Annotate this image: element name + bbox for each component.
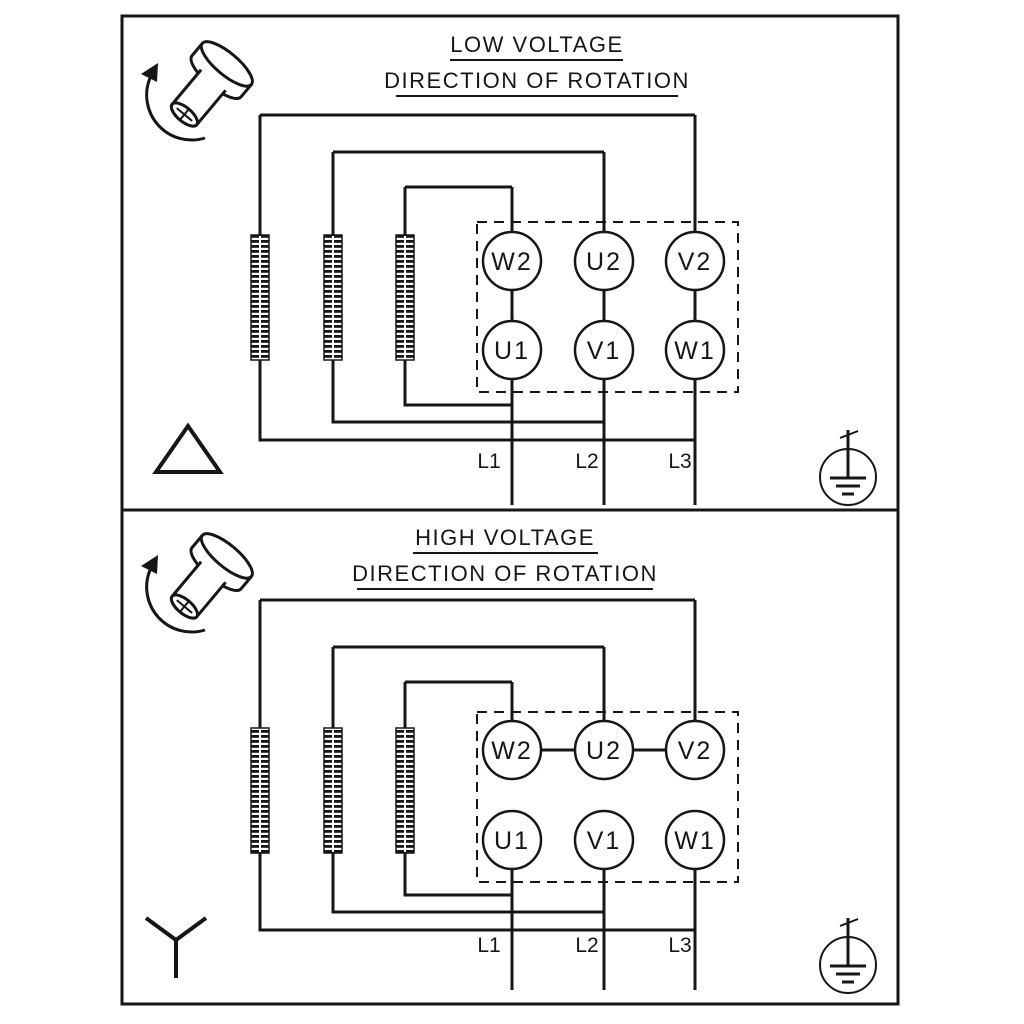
rotation-arrow bbox=[145, 77, 206, 142]
shaft-rotation-icon bbox=[141, 40, 254, 142]
terminal-circle bbox=[664, 809, 726, 871]
terminal-circle bbox=[481, 319, 543, 381]
rotation-arrowhead-icon bbox=[141, 555, 158, 574]
terminal-label: V1 bbox=[587, 827, 622, 855]
terminal-u2-high: U2 bbox=[573, 719, 635, 781]
terminal-w2-low: W2 bbox=[481, 230, 543, 292]
terminal-label: W2 bbox=[491, 737, 533, 765]
terminal-circle bbox=[664, 319, 726, 381]
terminal-w1-low: W1 bbox=[664, 319, 726, 381]
lead-label-l3: L3 bbox=[668, 450, 691, 473]
terminal-circle bbox=[573, 319, 635, 381]
terminal-label: U1 bbox=[494, 337, 530, 365]
rotation-arrowhead-icon bbox=[141, 63, 158, 82]
ground-circle bbox=[819, 448, 877, 506]
ground-bars bbox=[830, 964, 866, 984]
terminal-label: U2 bbox=[586, 737, 622, 765]
terminal-label: W1 bbox=[674, 827, 716, 855]
panel-high-voltage: HIGH VOLTAGE DIRECTION OF ROTATION bbox=[141, 525, 877, 994]
terminal-label: W2 bbox=[491, 248, 533, 276]
terminal-circle bbox=[664, 230, 726, 292]
terminal-label: W1 bbox=[674, 337, 716, 365]
wiring-top-high bbox=[258, 598, 697, 728]
phase-windings-high bbox=[250, 727, 415, 854]
earth-ground-icon bbox=[819, 430, 877, 506]
delta-connection-icon bbox=[152, 422, 224, 474]
star-connection-icon bbox=[144, 916, 208, 978]
terminal-v2-high: V2 bbox=[664, 719, 726, 781]
panel-subtitle: DIRECTION OF ROTATION bbox=[352, 561, 658, 586]
shaft-center-mark bbox=[176, 599, 193, 614]
panel-title: HIGH VOLTAGE bbox=[415, 525, 595, 550]
terminal-circle bbox=[481, 809, 543, 871]
terminal-v1-high: V1 bbox=[573, 809, 635, 871]
lead-label-l3: L3 bbox=[668, 934, 691, 957]
terminal-w1-high: W1 bbox=[664, 809, 726, 871]
ground-tick bbox=[839, 430, 859, 439]
terminal-board-outline-low bbox=[476, 221, 739, 393]
terminal-v1-low: V1 bbox=[573, 319, 635, 381]
terminal-circle bbox=[573, 719, 635, 781]
lead-label-l1: L1 bbox=[477, 934, 500, 957]
terminal-circle bbox=[481, 719, 543, 781]
terminal-circle bbox=[573, 230, 635, 292]
ground-circle bbox=[819, 936, 877, 994]
wiring-bottom-high bbox=[258, 853, 695, 932]
terminal-circle bbox=[481, 230, 543, 292]
terminal-w2-high: W2 bbox=[481, 719, 543, 781]
ground-bars bbox=[830, 476, 866, 496]
terminal-board-outline-high bbox=[476, 711, 739, 883]
delta-links bbox=[510, 290, 697, 321]
terminal-label: U1 bbox=[494, 827, 530, 855]
terminal-label: U2 bbox=[586, 248, 622, 276]
lead-label-l2: L2 bbox=[575, 450, 598, 473]
motor-flange-face bbox=[199, 40, 254, 88]
terminal-circle bbox=[664, 719, 726, 781]
wiring-top-low bbox=[258, 113, 697, 235]
terminal-label: V2 bbox=[678, 248, 713, 276]
rotation-arrow bbox=[145, 569, 206, 634]
terminal-u1-high: U1 bbox=[481, 809, 543, 871]
terminal-label: V2 bbox=[678, 737, 713, 765]
shaft-rotation-icon bbox=[141, 532, 254, 634]
ground-tick bbox=[839, 918, 859, 927]
terminal-label: V1 bbox=[587, 337, 622, 365]
terminal-u1-low: U1 bbox=[481, 319, 543, 381]
lead-label-l1: L1 bbox=[477, 450, 500, 473]
supply-lead-lines-low bbox=[510, 379, 697, 505]
wiring-bottom-low bbox=[258, 360, 695, 442]
terminal-v2-low: V2 bbox=[664, 230, 726, 292]
panel-title: LOW VOLTAGE bbox=[450, 32, 623, 57]
motor-flange-face bbox=[199, 532, 254, 580]
supply-lead-lines-high bbox=[510, 869, 697, 990]
terminal-u2-low: U2 bbox=[573, 230, 635, 292]
panel-subtitle: DIRECTION OF ROTATION bbox=[384, 68, 690, 93]
earth-ground-icon bbox=[819, 918, 877, 994]
lead-label-l2: L2 bbox=[575, 934, 598, 957]
phase-windings-low bbox=[250, 234, 415, 361]
shaft-center-mark bbox=[176, 107, 193, 122]
panel-low-voltage: LOW VOLTAGE DIRECTION OF ROTATION bbox=[141, 32, 877, 506]
terminal-circle bbox=[573, 809, 635, 871]
